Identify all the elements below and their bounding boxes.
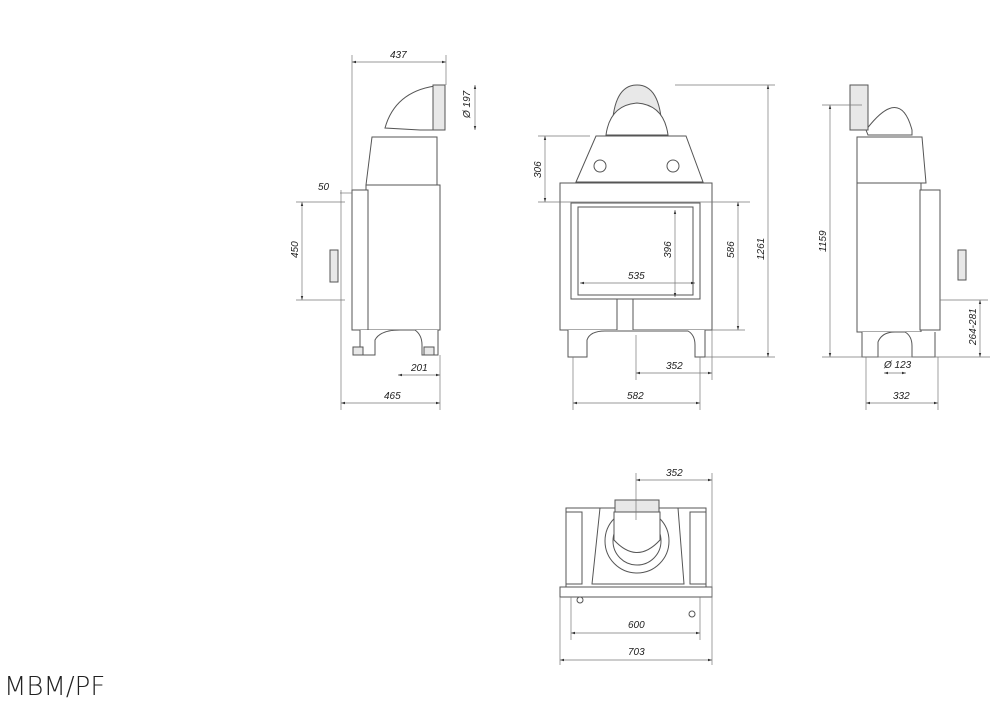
dim-306: 306 [533,161,544,178]
dim-air-inlet-diameter: Ø 123 [883,360,912,371]
dim-201: 201 [410,363,428,374]
front-view [559,84,713,358]
dim-465: 465 [384,391,401,402]
dim-1159: 1159 [818,230,829,252]
right-side-view [849,84,967,358]
dim-264-281: 264-281 [968,308,979,346]
dim-352-top: 352 [666,468,683,479]
dim-535: 535 [628,271,645,282]
front-dimensions: 306 396 535 586 1261 352 582 [533,84,775,410]
left-side-view [329,84,446,356]
dim-50: 50 [318,182,330,193]
dim-396: 396 [663,241,674,258]
dim-437: 437 [390,50,407,61]
dim-flue-diameter: Ø 197 [462,90,473,119]
dim-332: 332 [893,391,910,402]
dim-1261: 1261 [756,238,767,260]
model-name: MBM/PF [4,672,106,702]
dim-600: 600 [628,620,645,631]
left-side-dimensions: 437 Ø 197 50 450 201 465 [290,50,477,410]
top-dimensions: 352 600 703 [559,468,713,665]
top-view [559,499,713,618]
right-side-dimensions: 1159 264-281 Ø 123 332 [818,104,990,410]
dim-450: 450 [290,241,301,258]
dim-703: 703 [628,647,645,658]
dim-582: 582 [627,391,644,402]
dim-352-front: 352 [666,361,683,372]
dim-586: 586 [726,241,737,258]
